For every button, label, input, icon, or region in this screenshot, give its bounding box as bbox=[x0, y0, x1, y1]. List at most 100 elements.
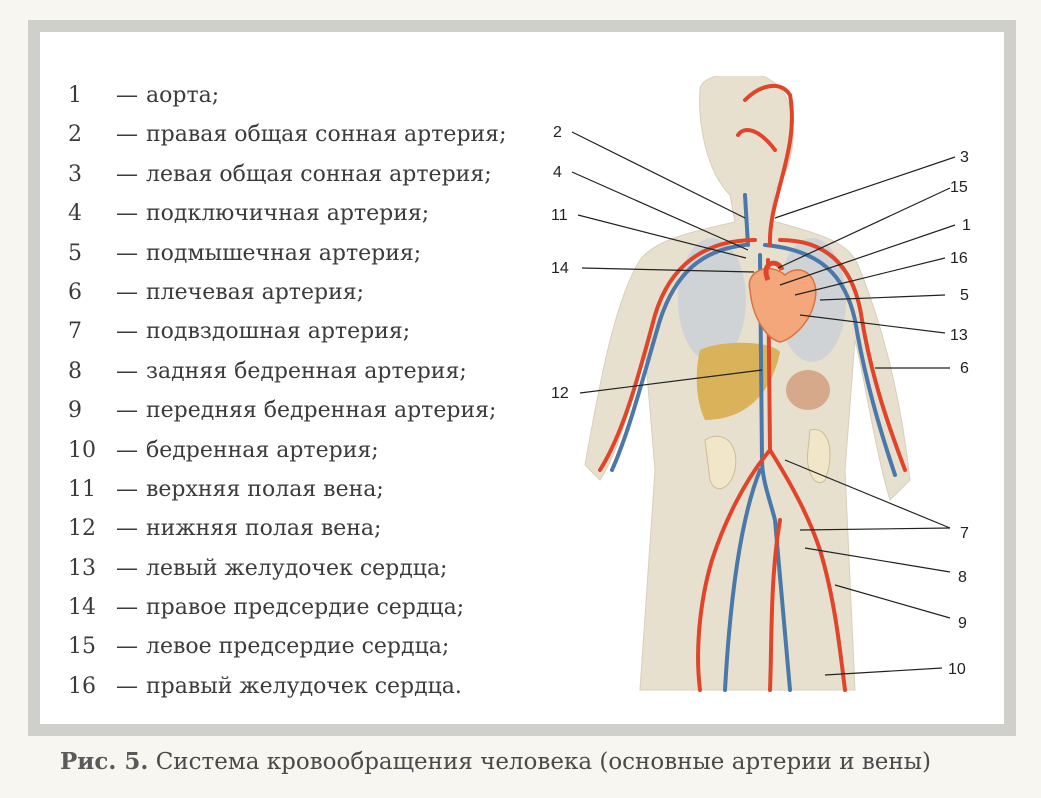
legend-dash: — bbox=[116, 634, 138, 660]
legend-dash: — bbox=[116, 122, 138, 148]
callout-8: 8 bbox=[958, 569, 967, 586]
legend-dash: — bbox=[116, 201, 138, 227]
callout-12: 12 bbox=[551, 385, 569, 402]
legend-label: правый желудочек сердца. bbox=[146, 673, 462, 699]
circulatory-system-illustration: 2 4 11 14 12 3 15 1 16 5 13 6 7 8 9 10 bbox=[551, 76, 971, 692]
callout-6: 6 bbox=[960, 360, 969, 377]
legend-item: 2—правая общая сонная артерия; bbox=[68, 115, 558, 154]
legend-item: 8 — задняя бедренная артерия; bbox=[68, 352, 558, 391]
legend-number: 8 bbox=[68, 358, 82, 384]
legend-number: 16 bbox=[68, 673, 96, 699]
legend-number: 6 bbox=[68, 279, 82, 305]
legend-label: плечевая артерия; bbox=[146, 279, 365, 305]
legend-item: 3 — левая общая сонная артерия; bbox=[68, 155, 558, 194]
legend-dash: — bbox=[116, 83, 138, 108]
legend-item: 13 — левый желудочек сердца; bbox=[68, 549, 558, 588]
legend-number: 13 bbox=[68, 555, 96, 581]
legend-number: 2 bbox=[68, 122, 82, 148]
callout-4: 4 bbox=[553, 164, 562, 181]
legend-label: верхняя полая вена; bbox=[146, 476, 384, 502]
legend-label: бедренная артерия; bbox=[146, 437, 379, 463]
aortic-arch bbox=[763, 260, 785, 282]
callout-line-16 bbox=[794, 257, 946, 296]
legend-item: 6—плечевая артерия; bbox=[68, 273, 558, 312]
vein-leg-right bbox=[723, 468, 762, 692]
intestines-left bbox=[806, 429, 831, 483]
legend-item: 16 — правый желудочек сердца. bbox=[68, 667, 558, 706]
legend-number: 12 bbox=[68, 516, 96, 542]
callout-11: 11 bbox=[551, 207, 568, 224]
legend-label: подмышечная артерия; bbox=[146, 240, 422, 266]
legend-label: правое предсердие сердца; bbox=[146, 595, 465, 621]
callout-1: 1 bbox=[962, 217, 971, 234]
callout-line-12 bbox=[579, 369, 763, 394]
legend-dash: — bbox=[116, 516, 138, 542]
callout-line-10 bbox=[824, 667, 943, 676]
legend-number: 5 bbox=[68, 240, 82, 266]
artery-arm-left bbox=[778, 238, 907, 472]
legend-dash: — bbox=[116, 555, 138, 581]
legend-label: левый желудочек сердца; bbox=[146, 555, 448, 581]
artery-leg-branch bbox=[768, 518, 782, 692]
legend-list: 1—аорта; 2—правая общая сонная артерия; … bbox=[68, 76, 558, 706]
callout-7: 7 bbox=[960, 525, 969, 542]
callout-16: 16 bbox=[950, 250, 968, 267]
callout-5: 5 bbox=[960, 287, 969, 304]
callout-15: 15 bbox=[950, 179, 968, 196]
legend-label: подключичная артерия; bbox=[146, 201, 430, 227]
callout-line-15 bbox=[777, 187, 951, 269]
callout-10: 10 bbox=[948, 661, 966, 678]
callout-line-2 bbox=[571, 131, 746, 219]
legend-dash: — bbox=[116, 240, 138, 266]
legend-dash: — bbox=[116, 476, 138, 502]
callout-2: 2 bbox=[553, 124, 562, 141]
right-lung bbox=[678, 238, 746, 362]
vein-arm-right bbox=[610, 243, 747, 472]
legend-item: 1 — аорта; bbox=[68, 76, 558, 115]
legend-dash: — bbox=[116, 161, 138, 187]
artery-arm-right bbox=[598, 238, 757, 472]
callout-line-11 bbox=[577, 214, 747, 259]
legend-number: 3 bbox=[68, 161, 82, 187]
legend-number: 10 bbox=[68, 437, 96, 463]
callout-9: 9 bbox=[958, 615, 967, 632]
figure-caption: Рис. 5. Система кровообращения человека … bbox=[60, 748, 931, 775]
legend-dash: — bbox=[116, 673, 138, 699]
legend-item: 11 — верхняя полая вена; bbox=[68, 470, 558, 509]
callout-14: 14 bbox=[551, 260, 569, 277]
legend-item: 4 — подключичная артерия; bbox=[68, 194, 558, 233]
legend-number: 9 bbox=[68, 398, 82, 424]
legend-label: аорта; bbox=[146, 83, 220, 108]
vein-arm-left bbox=[763, 243, 897, 477]
callout-line-14 bbox=[581, 267, 755, 273]
legend-number: 7 bbox=[68, 319, 82, 345]
intestines bbox=[704, 435, 737, 490]
callout-line-8 bbox=[804, 547, 951, 573]
legend-label: задняя бедренная артерия; bbox=[146, 358, 467, 384]
legend-number: 14 bbox=[68, 595, 96, 621]
legend-number: 11 bbox=[68, 476, 96, 502]
callout-line-4 bbox=[571, 171, 749, 251]
legend-number: 4 bbox=[68, 201, 82, 227]
legend-item: 10 — бедренная артерия; bbox=[68, 431, 558, 470]
legend-dash: — bbox=[116, 398, 138, 424]
callout-13: 13 bbox=[950, 327, 968, 344]
callout-line-7a bbox=[784, 459, 951, 529]
callout-line-5 bbox=[819, 294, 946, 301]
legend-dash: — bbox=[116, 319, 138, 345]
callout-line-3 bbox=[774, 156, 956, 219]
legend-item: 12 — нижняя полая вена; bbox=[68, 509, 558, 548]
legend-number: 15 bbox=[68, 634, 96, 660]
legend-label: нижняя полая вена; bbox=[146, 516, 382, 542]
legend-dash: — bbox=[116, 358, 138, 384]
caption-text: Система кровообращения человека (основны… bbox=[155, 749, 931, 775]
heart bbox=[748, 267, 817, 343]
carotid-artery-left bbox=[743, 84, 794, 247]
legend-label: подвздошная артерия; bbox=[146, 319, 411, 345]
legend-item: 7 — подвздошная артерия; bbox=[68, 312, 558, 351]
legend-number: 1 bbox=[68, 83, 82, 108]
callout-line-1 bbox=[779, 224, 956, 286]
legend-dash: — bbox=[116, 437, 138, 463]
legend-label: левая общая сонная артерия; bbox=[146, 161, 492, 187]
legend-label: передняя бедренная артерия; bbox=[146, 398, 497, 424]
